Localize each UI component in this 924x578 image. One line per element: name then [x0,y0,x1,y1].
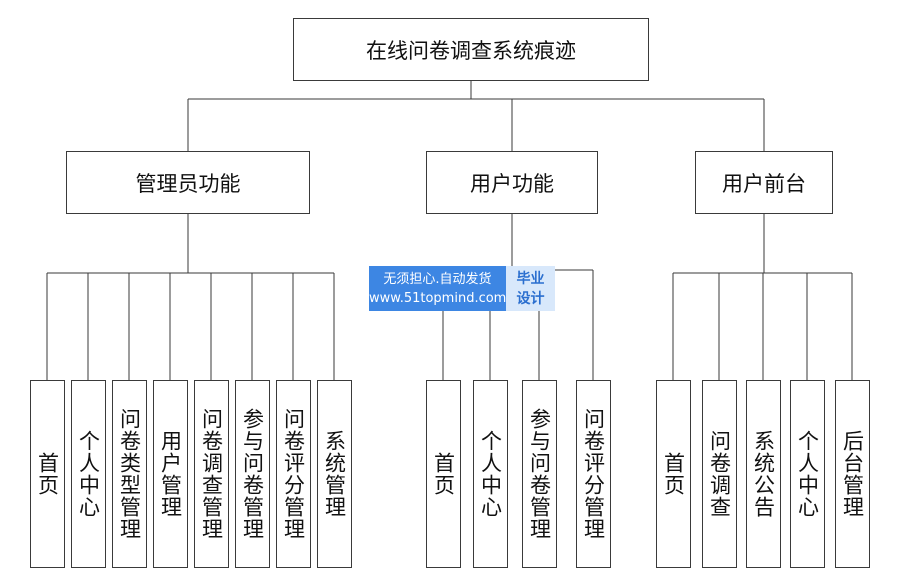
leaf-node: 问卷调查管理 [194,380,229,568]
leaf-label: 首页 [431,452,456,496]
leaf-label: 参与问卷管理 [240,408,265,540]
leaf-label: 系统管理 [322,430,347,518]
leaf-label: 参与问卷管理 [527,408,552,540]
leaf-node: 系统管理 [317,380,352,568]
leaf-label: 个人中心 [795,430,820,518]
group-node-admin: 管理员功能 [66,151,310,214]
group-label-admin: 管理员功能 [135,171,241,196]
leaf-node: 首页 [426,380,461,568]
leaf-label: 用户管理 [158,430,183,518]
leaf-label: 问卷调查 [707,430,732,518]
leaf-label: 问卷评分管理 [281,408,306,540]
leaf-label: 后台管理 [840,430,865,518]
leaf-node: 系统公告 [746,380,781,568]
leaf-node: 问卷调查 [702,380,737,568]
watermark-slogan: 无须担心.自动发货 [383,272,492,287]
watermark-badge-line2: 设计 [516,291,545,307]
group-node-frontend: 用户前台 [695,151,833,214]
watermark-url: www.51topmind.com [369,291,507,306]
watermark-banner: 无须担心.自动发货 www.51topmind.com 毕业 设计 [369,266,555,311]
watermark-badge-line1: 毕业 [516,271,545,287]
leaf-label: 个人中心 [478,430,503,518]
leaf-label: 首页 [35,452,60,496]
leaf-label: 问卷评分管理 [581,408,606,540]
leaf-label: 问卷调查管理 [199,408,224,540]
leaf-node: 首页 [656,380,691,568]
leaf-node: 个人中心 [473,380,508,568]
leaf-label: 问卷类型管理 [117,408,142,540]
leaf-node: 问卷类型管理 [112,380,147,568]
leaf-node: 后台管理 [835,380,870,568]
leaf-node: 个人中心 [71,380,106,568]
leaf-node: 个人中心 [790,380,825,568]
leaf-label: 首页 [661,452,686,496]
watermark-badge: 毕业 设计 [506,266,555,311]
leaf-node: 首页 [30,380,65,568]
leaf-node: 参与问卷管理 [522,380,557,568]
root-node: 在线问卷调查系统痕迹 [293,18,649,81]
leaf-label: 系统公告 [751,430,776,518]
group-label-frontend: 用户前台 [722,171,806,196]
group-label-user: 用户功能 [470,171,554,196]
group-node-user: 用户功能 [426,151,598,214]
leaf-node: 问卷评分管理 [576,380,611,568]
leaf-node: 问卷评分管理 [276,380,311,568]
leaf-node: 参与问卷管理 [235,380,270,568]
watermark-text-block: 无须担心.自动发货 www.51topmind.com [369,266,506,311]
root-label: 在线问卷调查系统痕迹 [366,38,576,63]
leaf-node: 用户管理 [153,380,188,568]
leaf-label: 个人中心 [76,430,101,518]
